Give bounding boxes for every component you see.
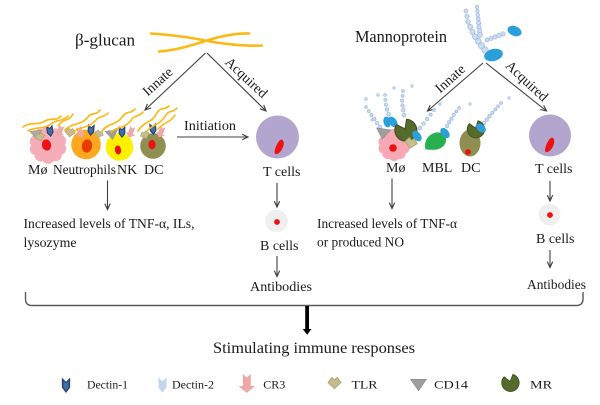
svg-text:Neutrophils: Neutrophils — [53, 163, 116, 178]
svg-text:Mø: Mø — [386, 161, 405, 176]
svg-text:Increased levels of TNF-α, ILs: Increased levels of TNF-α, ILs, — [24, 216, 195, 231]
svg-text:Stimulating immune responses: Stimulating immune responses — [213, 340, 415, 357]
svg-text:B cells: B cells — [260, 239, 299, 254]
svg-text:B cells: B cells — [536, 232, 575, 247]
svg-text:Increased levels of TNF-α: Increased levels of TNF-α — [317, 216, 457, 231]
svg-text:Mannoprotein: Mannoprotein — [355, 27, 447, 46]
svg-text:Antibodies: Antibodies — [250, 280, 312, 295]
svg-text:CR3: CR3 — [263, 380, 285, 392]
svg-text:NK: NK — [117, 163, 137, 178]
svg-text:TLR: TLR — [352, 380, 378, 392]
svg-text:MR: MR — [530, 380, 552, 392]
svg-text:CD14: CD14 — [434, 380, 468, 392]
svg-text:T cells: T cells — [263, 165, 300, 180]
svg-text:T cells: T cells — [535, 162, 572, 177]
svg-text:Mø: Mø — [28, 163, 47, 178]
svg-text:Initiation: Initiation — [184, 119, 236, 134]
svg-text:Antibodies: Antibodies — [527, 278, 586, 293]
svg-text:or produced NO: or produced NO — [317, 235, 404, 250]
svg-text:MBL: MBL — [422, 161, 452, 176]
svg-text:Dectin-2: Dectin-2 — [172, 380, 214, 392]
svg-text:DC: DC — [144, 163, 163, 178]
svg-text:Dectin-1: Dectin-1 — [87, 380, 128, 392]
svg-text:β-glucan: β-glucan — [75, 31, 136, 50]
svg-text:DC: DC — [461, 161, 480, 176]
svg-text:lysozyme: lysozyme — [24, 235, 77, 250]
